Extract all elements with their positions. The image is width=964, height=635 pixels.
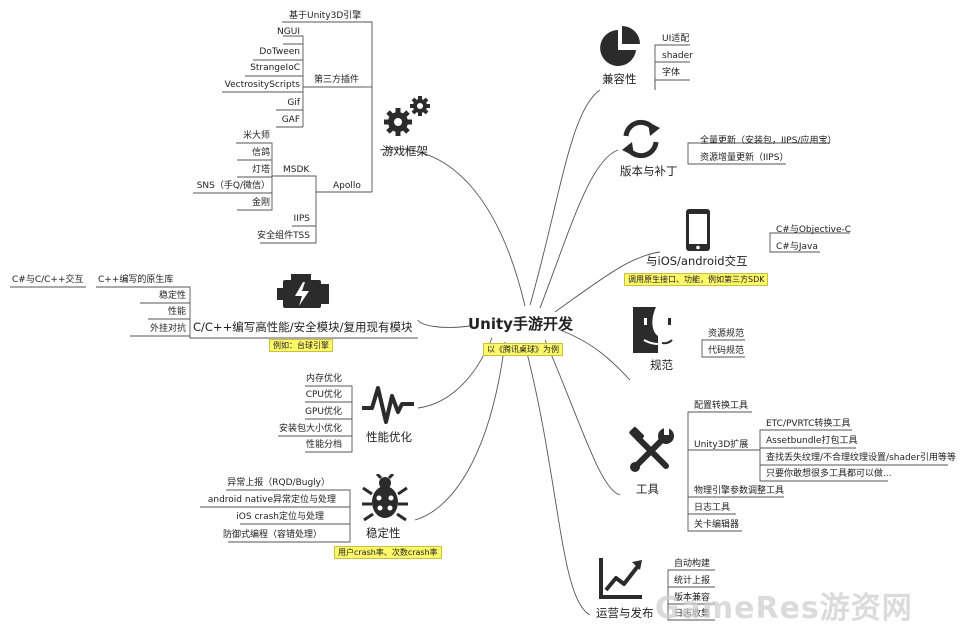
standards-title: 规范	[650, 358, 673, 372]
stab-ios: iOS crash定位与处理	[236, 512, 324, 522]
compat-shader: shader	[662, 51, 693, 61]
tools-icon	[629, 427, 674, 472]
engine-label: 基于Unity3D引擎	[289, 11, 362, 21]
apollo-label: Apollo	[333, 181, 361, 191]
cpp-performance: 性能	[167, 307, 186, 317]
stability-note: 用户crash率、次数crash率	[334, 546, 442, 559]
bug-icon	[362, 474, 408, 522]
interop-title: 与iOS/android交互	[646, 254, 748, 268]
ops-stats: 统计上报	[674, 576, 711, 586]
phone-icon	[686, 209, 710, 251]
gears-icon	[384, 96, 430, 136]
interop-note: 调用原生接口、功能，例如第三方SDK	[624, 273, 769, 286]
perf-memory: 内存优化	[305, 374, 342, 384]
tool-etc: ETC/PVRTC转换工具	[766, 419, 851, 429]
plugin-vectrosity: VectrosityScripts	[224, 80, 300, 90]
tools-title: 工具	[636, 482, 659, 496]
refresh-icon	[622, 119, 660, 159]
stab-report: 异常上报（RQD/Bugly）	[227, 478, 330, 488]
tool-config: 配置转换工具	[694, 401, 749, 411]
finder-icon	[633, 307, 683, 353]
line-chart-icon	[599, 558, 642, 599]
interop-objc: C#与Objective-C	[776, 225, 852, 235]
ops-logs: 日志收集	[674, 609, 711, 619]
game-framework-title: 游戏框架	[382, 144, 428, 158]
center-note: 以《腾讯桌球》为例	[483, 343, 563, 356]
plugin-strangeioc: StrangeIoC	[250, 63, 300, 73]
stab-defensive: 防御式编程（容错处理）	[222, 530, 322, 540]
ops-title: 运营与发布	[596, 606, 654, 620]
msdk-sns: SNS（手Q/微信）	[196, 181, 270, 191]
version-incremental: 资源增量更新（IIPS）	[700, 153, 789, 163]
tool-unity-ext: Unity3D扩展	[694, 440, 749, 450]
tool-assetbundle: Assetbundle打包工具	[766, 436, 858, 446]
msdk-jingang: 金刚	[251, 198, 270, 208]
pie-chart-icon	[600, 26, 640, 66]
watermark: GameRes游资网	[655, 591, 913, 626]
msdk-dengta: 灯塔	[251, 165, 270, 175]
cpp-anticheat: 外挂对抗	[149, 324, 186, 334]
cpp-native-lib: C++编写的原生库	[98, 275, 174, 285]
tool-anything: 只要你敢想很多工具都可以做...	[766, 469, 892, 479]
msdk-midas: 米大师	[242, 131, 270, 141]
apollo-iips: IIPS	[293, 214, 310, 224]
center-title: Unity手游开发	[468, 315, 573, 333]
plugin-gaf: GAF	[281, 115, 300, 125]
compat-title: 兼容性	[602, 72, 637, 86]
ops-compat: 版本兼容	[674, 593, 711, 603]
msdk-xinge: 信鸽	[251, 148, 270, 158]
tool-texture: 查找丢失纹理/不合理纹理设置/shader引用等等	[766, 453, 956, 463]
pulse-icon	[362, 386, 414, 424]
perf-package: 安装包大小优化	[278, 424, 342, 434]
msdk-label: MSDK	[283, 165, 310, 175]
std-resource: 资源规范	[708, 329, 745, 339]
compat-font: 字体	[662, 68, 681, 78]
version-title: 版本与补丁	[620, 164, 678, 178]
tool-level-editor: 关卡编辑器	[694, 520, 740, 530]
cpp-stability: 稳定性	[158, 291, 186, 301]
cpp-interop: C#与C/C++交互	[12, 275, 84, 285]
ops-build: 自动构建	[674, 559, 711, 569]
plugin-gif: Gif	[287, 98, 300, 108]
plugin-ngui: NGUI	[277, 27, 300, 37]
apollo-tss: 安全组件TSS	[257, 231, 310, 241]
cpp-title: C/C++编写高性能/安全模块/复用现有模块	[193, 320, 413, 334]
perf-cpu: CPU优化	[305, 390, 342, 400]
cpp-note: 例如：台球引擎	[269, 339, 333, 352]
tool-physics: 物理引擎参数调整工具	[694, 486, 785, 496]
stability-title: 稳定性	[366, 526, 401, 540]
perf-tier: 性能分档	[305, 440, 342, 450]
engine-icon	[277, 274, 329, 308]
performance-title: 性能优化	[366, 430, 412, 444]
version-full: 全量更新（安装包，IIPS/应用宝）	[700, 136, 837, 146]
interop-java: C#与Java	[776, 242, 818, 252]
compat-ui: UI适配	[662, 34, 690, 44]
plugin-dotween: DoTween	[259, 47, 300, 57]
third-party-label: 第三方插件	[314, 75, 360, 85]
perf-gpu: GPU优化	[305, 407, 342, 417]
std-code: 代码规范	[708, 346, 745, 356]
tool-log: 日志工具	[694, 503, 731, 513]
stab-android: android native异常定位与处理	[207, 495, 336, 505]
